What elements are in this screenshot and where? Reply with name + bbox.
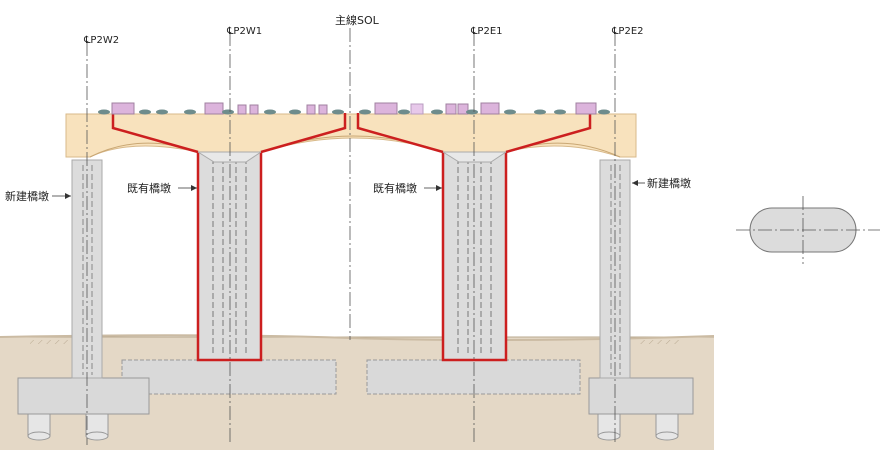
label-new-pier-right: 新建橋墩 <box>647 176 691 190</box>
existing-pier-left <box>196 151 263 362</box>
axis-label-p2w2: ℄P2W2 <box>83 35 119 46</box>
axis-label-p2e1: ℄P2E1 <box>470 26 503 37</box>
footing-new-left <box>17 377 150 415</box>
pier-cross-section <box>736 196 880 264</box>
existing-pier-right <box>441 151 508 362</box>
footing-new-right <box>588 377 694 415</box>
footing-existing-right <box>366 359 581 395</box>
axis-label-p2w1: ℄P2W1 <box>226 26 262 37</box>
cap-beam <box>65 113 637 163</box>
bearings <box>98 102 610 115</box>
strengthening-outline <box>111 113 592 154</box>
axis-label-p2e2: ℄P2E2 <box>611 26 644 37</box>
main-line-label: 主線SOL <box>335 13 380 27</box>
label-existing-pier-left: 既有橋墩 <box>127 181 171 195</box>
piles <box>27 413 679 441</box>
label-existing-pier-right: 既有橋墩 <box>373 181 417 195</box>
center-lines <box>86 28 616 445</box>
footing-existing-left <box>121 359 337 395</box>
label-new-pier-left: 新建橋墩 <box>5 189 49 203</box>
